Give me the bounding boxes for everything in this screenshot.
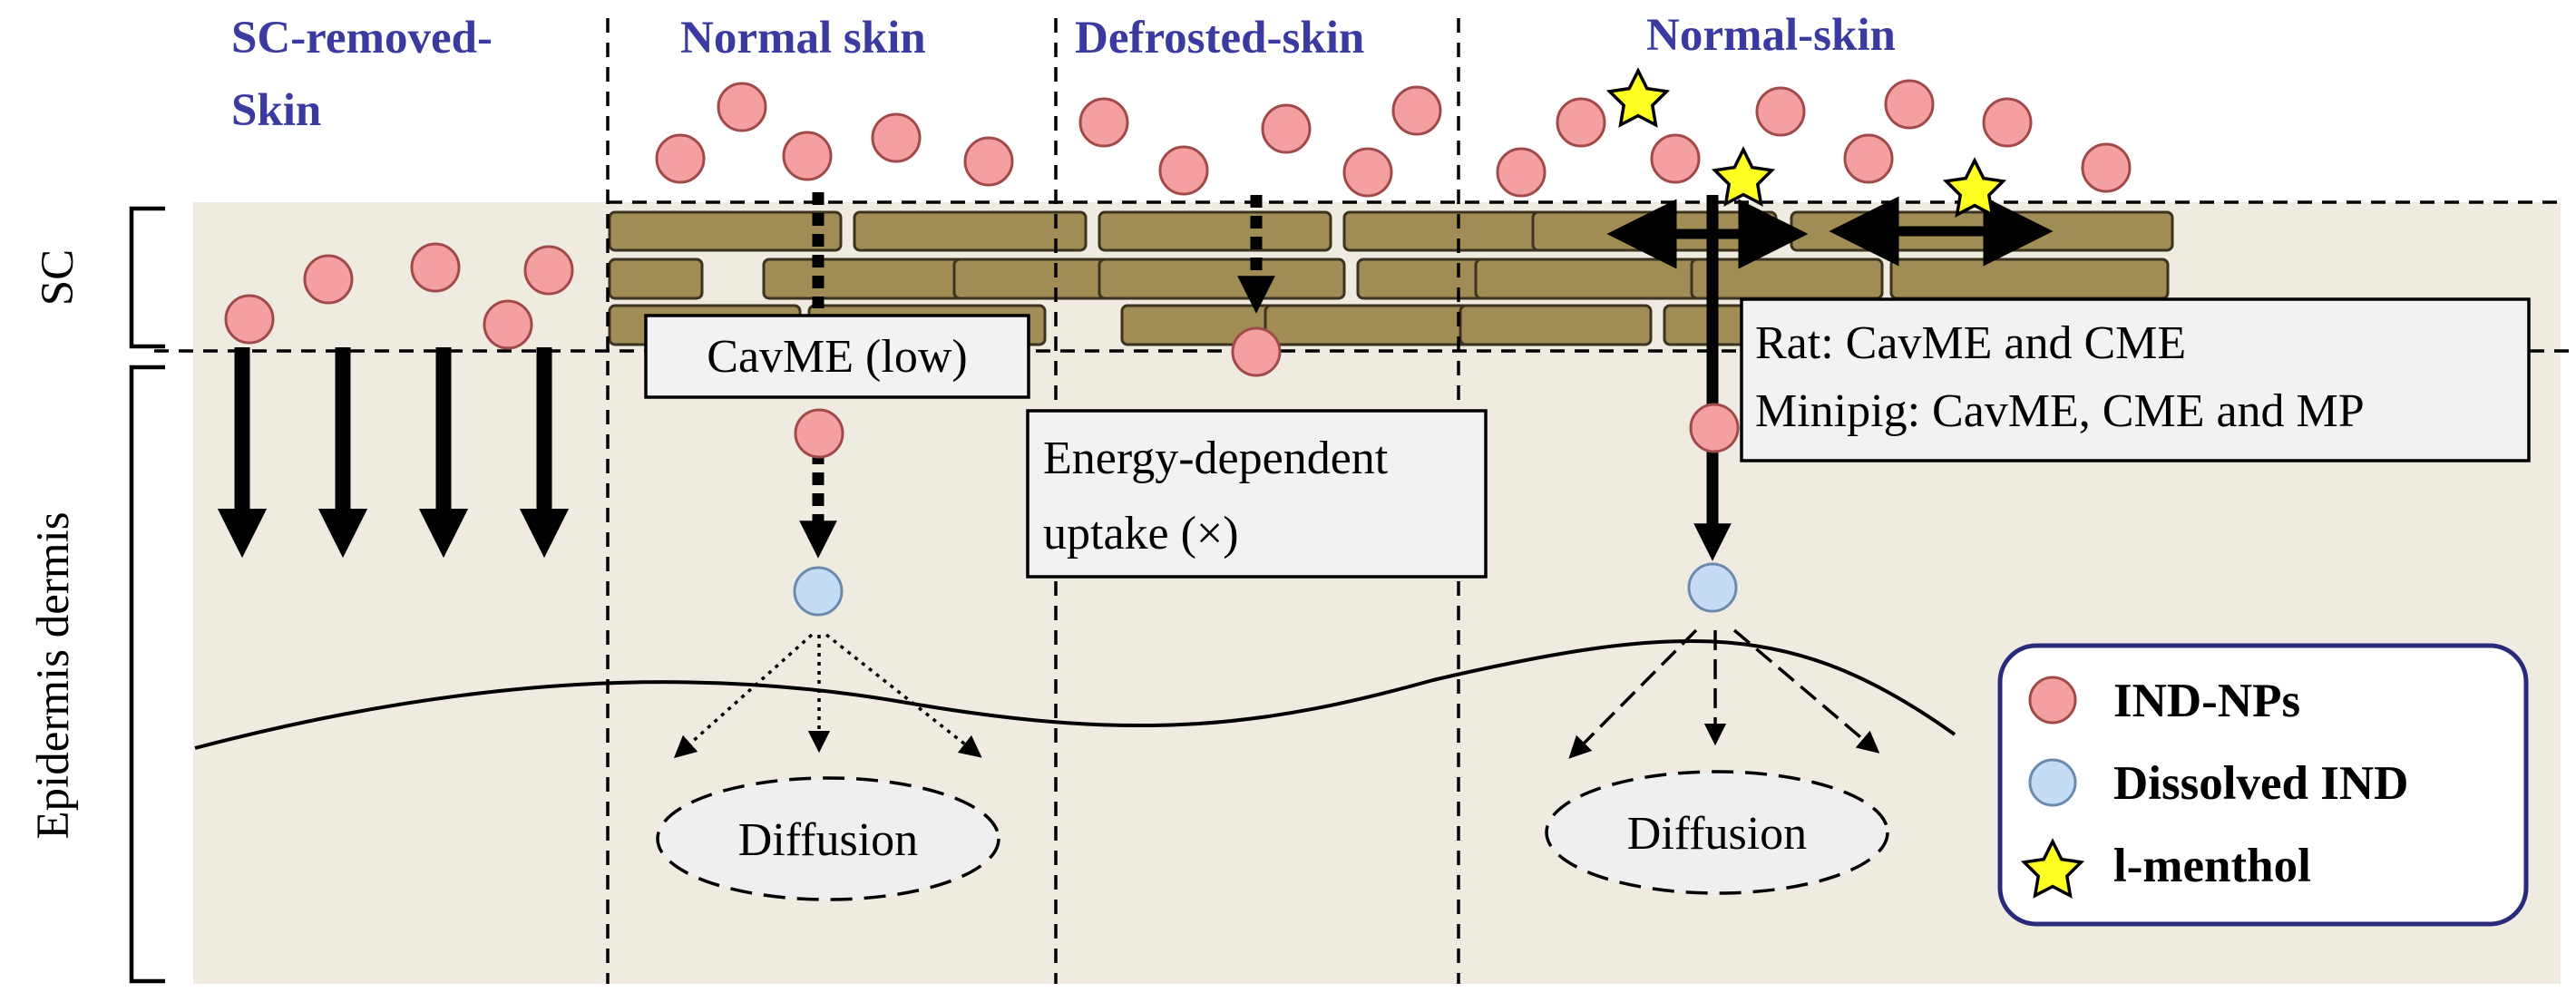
ind-np-22: [1982, 97, 2033, 148]
ind-np-16: [1496, 147, 1547, 198]
ind-np-21: [1884, 79, 1935, 130]
diffusion-arrow-left-c: [825, 633, 982, 758]
ind-np-9: [871, 112, 922, 163]
sc-brick-r1-3: [1098, 210, 1332, 252]
nanoparticles-overlay: [794, 326, 1740, 459]
free-permeation-arrows: [217, 347, 570, 559]
legend-l-menthol-icon: [2020, 838, 2085, 899]
ind-np-20: [1843, 133, 1894, 184]
ind-np-10: [963, 136, 1014, 187]
energy-uptake-box: [1026, 409, 1488, 579]
sc-brick-r3-4: [1264, 304, 1476, 346]
ind-np-1: [224, 294, 275, 345]
column-title-sc-removed-line2: Skin: [231, 85, 321, 136]
diffusion-label-left: Diffusion: [738, 814, 918, 866]
minipig-pathway-line: Minipig: CavME, CME and MP: [1755, 385, 2365, 437]
ind-np-6: [655, 133, 706, 184]
ind-np-17: [1556, 97, 1606, 148]
nanoparticles: [224, 79, 2132, 350]
energy-uptake-line1: Energy-dependent: [1043, 433, 1389, 484]
ind-np-23: [2081, 142, 2132, 193]
sc-brick-r1-1: [608, 210, 843, 252]
column-title-normal-skin-menthol: Normal-skin: [1646, 10, 1896, 61]
endocytosis-pathways-box: [1740, 297, 2531, 462]
dissolved-ind-particles: [793, 562, 1738, 617]
diffusion-arrows-right: [1568, 628, 1880, 759]
ind-np-19: [1755, 86, 1806, 137]
sc-brick-r2-1: [608, 258, 704, 300]
energy-uptake-line2: uptake (×): [1043, 508, 1239, 559]
legend-dissolved-ind-label: Dissolved IND: [2113, 757, 2408, 810]
ind-np-5: [523, 245, 574, 296]
epidermis-dermis-label: Epidermis dermis: [28, 511, 79, 839]
ind-np-in-epidermis-normal: [794, 408, 844, 459]
column-title-defrosted-skin: Defrosted-skin: [1075, 13, 1364, 63]
legend-box: [1997, 643, 2529, 927]
dermal-epidermal-junction: [194, 639, 1956, 750]
ind-np-15: [1391, 85, 1442, 136]
ind-np-4: [483, 299, 533, 350]
legend-l-menthol-label: l-menthol: [2113, 840, 2311, 892]
legend-ind-nps-label: IND-NPs: [2113, 675, 2300, 727]
sc-bracket: [129, 206, 165, 349]
diffusion-label-right: Diffusion: [1627, 808, 1807, 860]
sc-brick-r2-4: [1098, 258, 1346, 300]
cavme-low-label: CavME (low): [707, 331, 967, 383]
ind-np-in-epidermis-menthol: [1689, 403, 1740, 453]
diffusion-ellipse-left: [656, 776, 1000, 901]
menthol-stars: [1605, 67, 2007, 218]
ind-np-3: [410, 242, 461, 293]
epidermis-bracket: [129, 365, 165, 984]
sc-brick-r1-2: [853, 210, 1088, 252]
lipid-disruption-arrows: [1606, 196, 2054, 269]
sc-brick-r3-5: [1459, 304, 1653, 346]
ind-np-defrosted-boundary: [1231, 326, 1282, 377]
column-title-sc-removed-line1: SC-removed-: [231, 13, 493, 63]
ind-np-2: [303, 254, 354, 305]
ind-np-13: [1261, 103, 1312, 154]
legend-dissolved-ind-icon: [2028, 758, 2077, 807]
legend-ind-nps-icon: [2028, 676, 2077, 725]
legend: IND-NPs Dissolved IND l-menthol: [1997, 643, 2529, 927]
sc-label: SC: [33, 249, 83, 306]
diffusion-arrows-left: [673, 633, 982, 759]
diffusion-ellipse-right: [1545, 770, 1889, 895]
cavme-low-box: [644, 314, 1030, 399]
rat-pathway-line: Rat: CavME and CME: [1755, 317, 2186, 369]
dotted-penetration-arrows: [799, 192, 1275, 559]
column-title-normal-skin: Normal skin: [680, 13, 926, 63]
ind-np-8: [782, 131, 833, 181]
diffusion-arrow-right-c: [1732, 628, 1880, 754]
dissolved-ind-menthol-skin: [1687, 562, 1738, 613]
ind-np-12: [1158, 145, 1209, 196]
side-brackets: [129, 206, 165, 984]
ind-np-7: [717, 82, 767, 132]
ind-np-11: [1078, 97, 1129, 148]
sc-brick-r2-7: [1690, 258, 1884, 300]
ind-np-14: [1342, 147, 1393, 198]
menthol-star-3: [1942, 157, 2007, 218]
sc-brick-r2-8: [1889, 258, 2170, 300]
ind-np-18: [1650, 133, 1701, 184]
dissolved-ind-normal-skin: [793, 566, 844, 617]
menthol-star-1: [1605, 67, 1671, 128]
menthol-star-2: [1711, 146, 1776, 207]
diffusion-arrow-left-a: [673, 633, 814, 759]
